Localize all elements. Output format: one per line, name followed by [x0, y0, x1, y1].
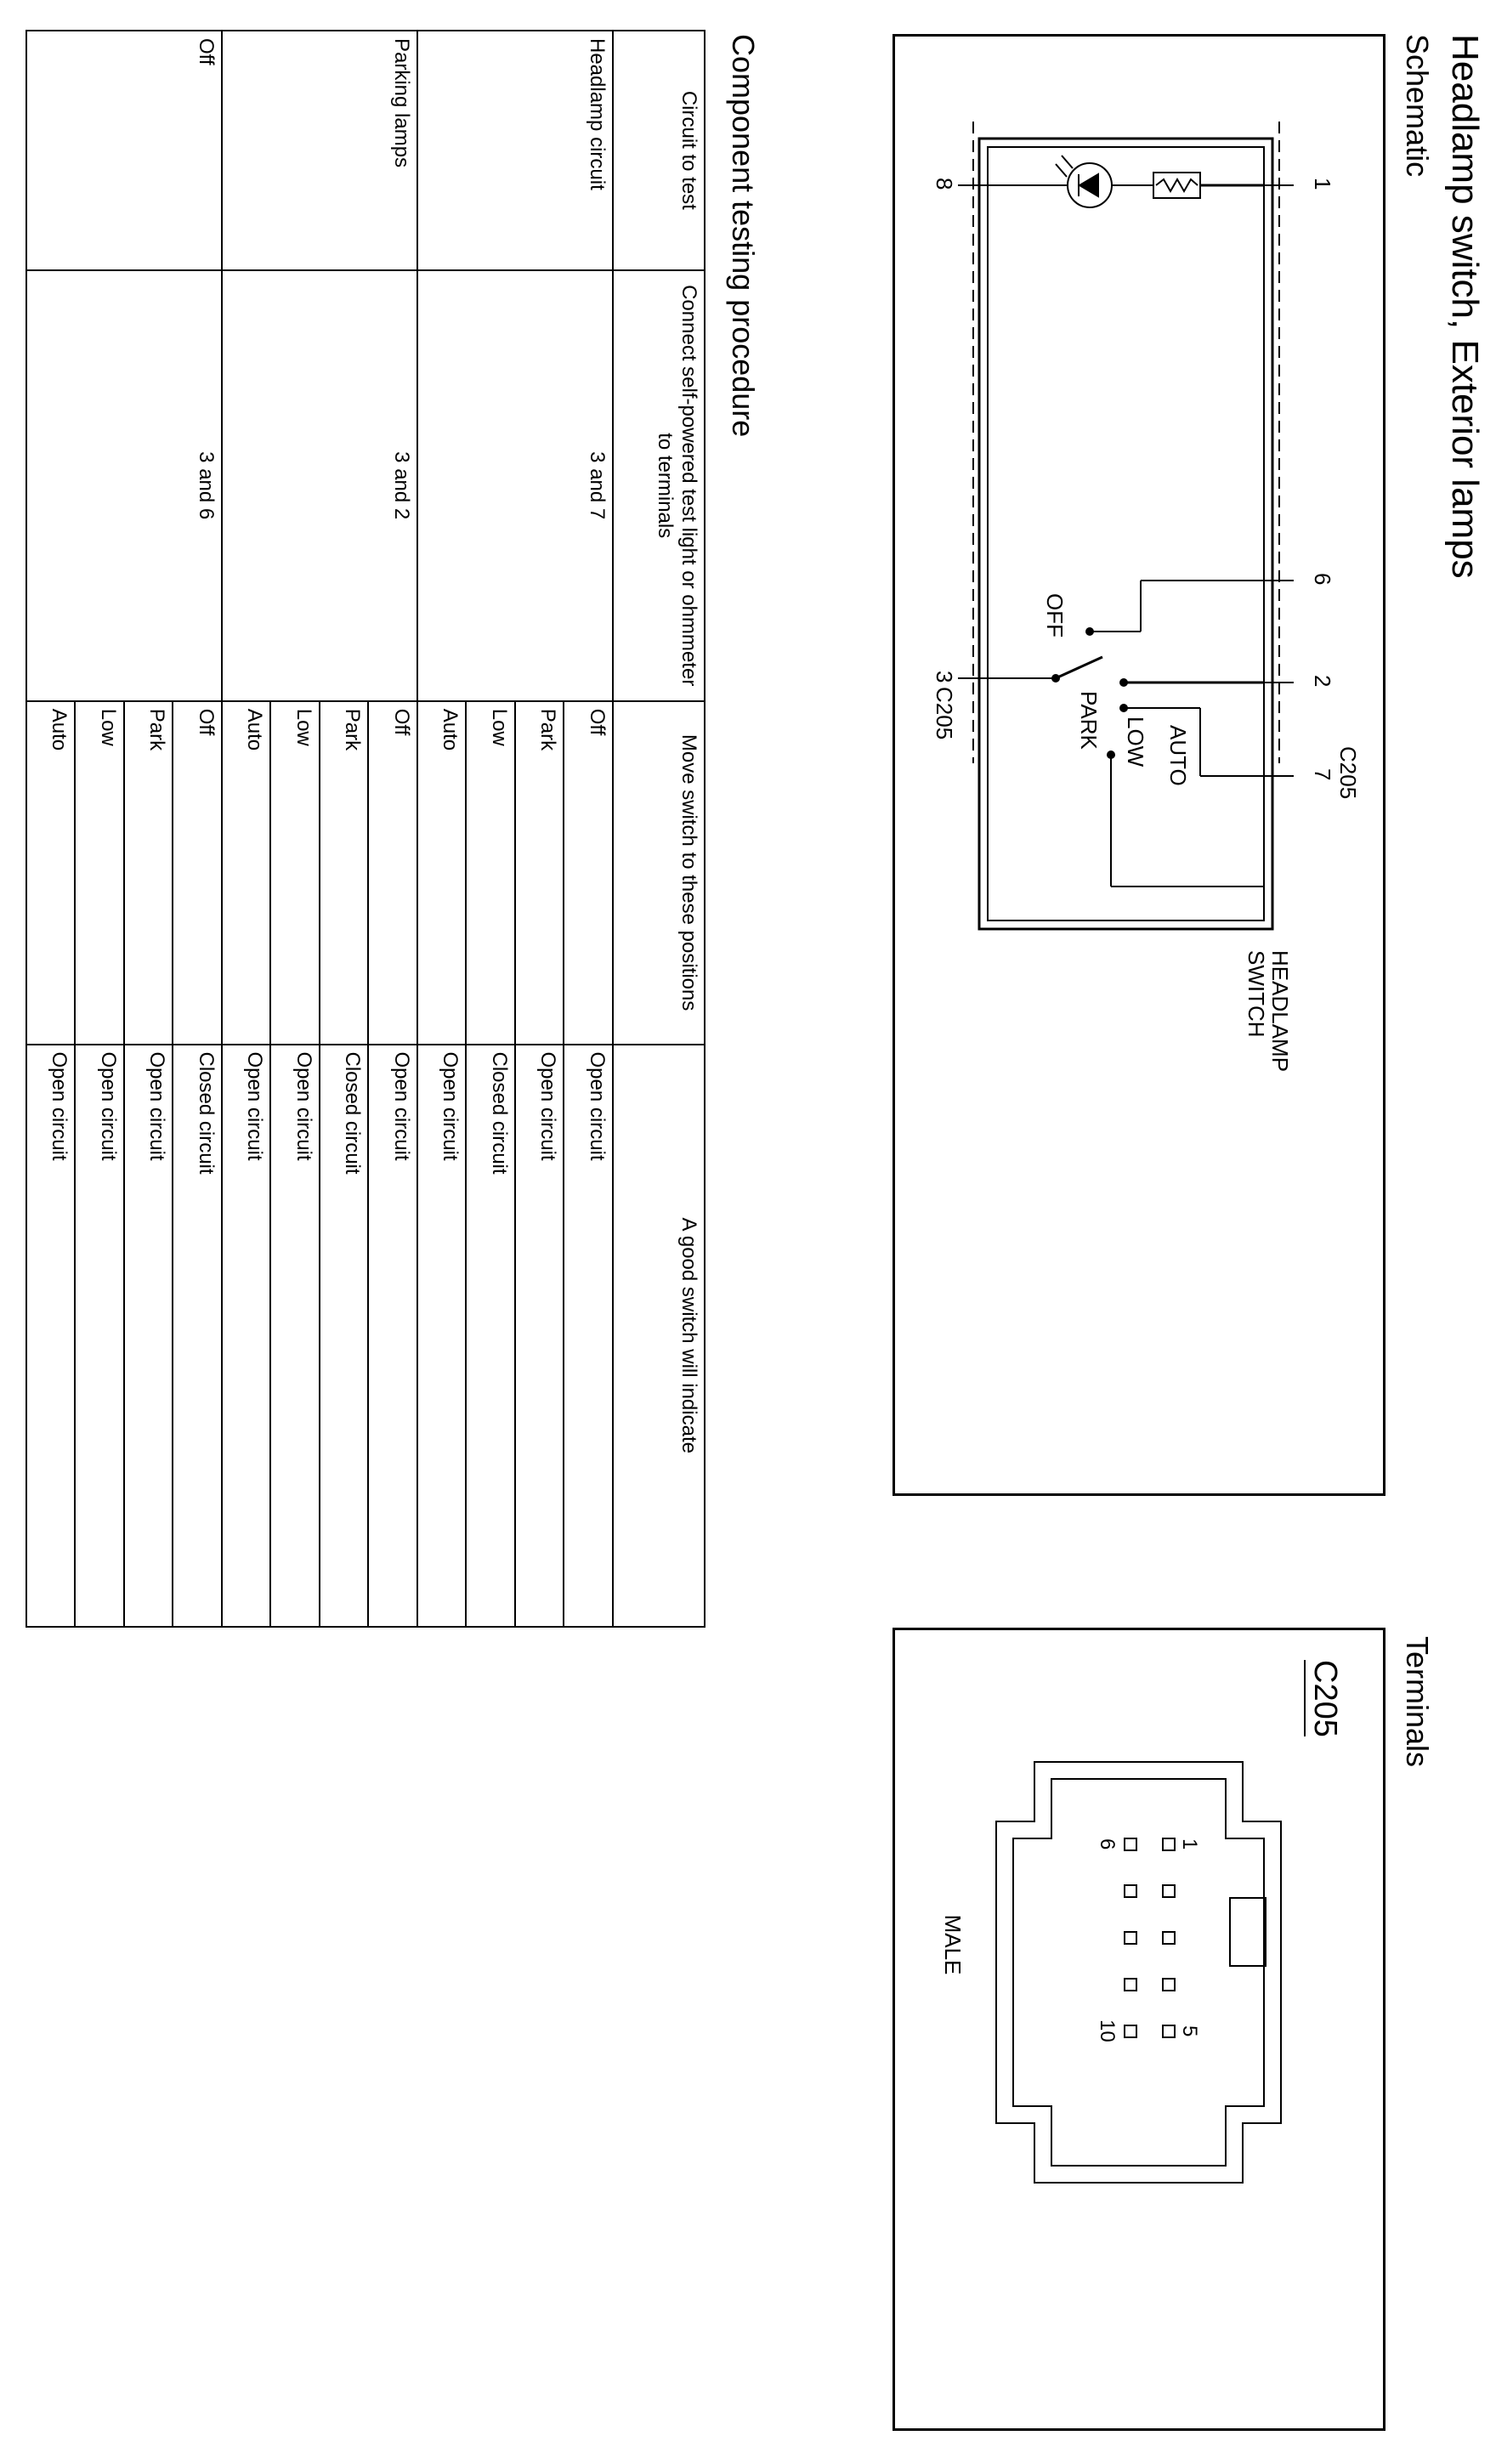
position-cell: Auto [222, 700, 271, 1045]
connector-pin-grid [1124, 1838, 1176, 2038]
table-row: Parking lamps 3 and 2 Off Open circuit [222, 31, 417, 1627]
connector-face-diagram: C205 1 5 6 10 MALE [940, 1660, 1343, 2184]
switch-position-off: OFF [1042, 593, 1068, 637]
page-title: Headlamp switch, Exterior lamps [1444, 34, 1486, 579]
result-cell: Open circuit [515, 1044, 564, 1627]
table-row: Headlamp circuit 3 and 7 Off Open circui… [417, 31, 613, 1627]
column-header: Circuit to test [613, 31, 705, 270]
circuit-cell: Headlamp circuit [417, 31, 613, 270]
terminals-cell: 3 and 2 [222, 269, 417, 701]
position-cell: Low [270, 700, 320, 1045]
position-cell: Off [564, 700, 613, 1045]
terminals-panel: C205 1 5 6 10 MALE [892, 1628, 1386, 2431]
position-cell: Park [124, 700, 173, 1045]
circuit-cell: Parking lamps [222, 31, 417, 270]
circuit-cell: Off [26, 31, 222, 270]
schematic-panel: 1 6 2 7 C205 8 3 C205 OFF PARK LOW AUTO … [892, 34, 1386, 1496]
schematic-pin-6: 6 [1310, 573, 1335, 585]
table-row: Off 3 and 6 Off Closed circuit [26, 31, 222, 1627]
result-cell: Open circuit [222, 1044, 271, 1627]
connector-outer-shell [995, 1761, 1282, 2184]
terminal-pin-10: 10 [1096, 2019, 1119, 2042]
switch-position-auto: AUTO [1165, 725, 1191, 786]
result-cell: Open circuit [417, 1044, 467, 1627]
connector-gender-label: MALE [940, 1915, 966, 1975]
position-cell: Low [466, 700, 515, 1045]
column-header: A good switch will indicate [613, 1044, 705, 1627]
position-cell: Low [75, 700, 124, 1045]
position-cell: Off [173, 700, 222, 1045]
position-cell: Auto [417, 700, 467, 1045]
testing-heading: Component testing procedure [726, 34, 761, 438]
column-header: Move switch to these positions [613, 700, 705, 1045]
terminals-heading: Terminals [1400, 1636, 1435, 1768]
result-cell: Open circuit [26, 1044, 76, 1627]
result-cell: Open circuit [368, 1044, 417, 1627]
result-cell: Open circuit [564, 1044, 613, 1627]
result-cell: Open circuit [75, 1044, 124, 1627]
connector-lock-tab [1229, 1897, 1266, 1967]
terminal-pin-6: 6 [1096, 1838, 1119, 1849]
schematic-connector-bottom: C205 [932, 687, 957, 739]
component-label-line1: HEADLAMP [1267, 950, 1293, 1072]
resistor-symbol [1153, 172, 1201, 199]
schematic-connector-top: C205 [1335, 746, 1361, 799]
result-cell: Closed circuit [466, 1044, 515, 1627]
schematic-pin-2: 2 [1310, 675, 1335, 687]
schematic-pin-8: 8 [932, 178, 957, 190]
terminals-cell: 3 and 6 [26, 269, 222, 701]
result-cell: Closed circuit [173, 1044, 222, 1627]
position-cell: Park [320, 700, 369, 1045]
component-label-line2: SWITCH [1244, 950, 1269, 1038]
schematic-pin-1: 1 [1310, 178, 1335, 190]
terminal-pin-5: 5 [1178, 2025, 1201, 2036]
result-cell: Open circuit [124, 1044, 173, 1627]
component-testing-table: Circuit to test Connect self-powered tes… [26, 30, 706, 1628]
position-cell: Auto [26, 700, 76, 1045]
result-cell: Closed circuit [320, 1044, 369, 1627]
table-header-row: Circuit to test Connect self-powered tes… [613, 31, 705, 1627]
position-cell: Off [368, 700, 417, 1045]
terminals-connector-label: C205 [1307, 1660, 1343, 1737]
schematic-diagram: 1 6 2 7 C205 8 3 C205 OFF PARK LOW AUTO … [932, 122, 1361, 1072]
switch-housing-outer [978, 137, 1274, 931]
connector-inner-shell [1012, 1778, 1265, 2167]
switch-position-park: PARK [1076, 691, 1102, 751]
terminal-pin-1: 1 [1178, 1838, 1201, 1849]
position-cell: Park [515, 700, 564, 1045]
switch-position-low: LOW [1123, 717, 1148, 768]
schematic-pin-3: 3 [932, 671, 957, 683]
schematic-pin-7: 7 [1310, 768, 1335, 780]
column-header: Connect self-powered test light or ohmme… [613, 269, 705, 701]
terminals-cell: 3 and 7 [417, 269, 613, 701]
switch-housing-inner [987, 146, 1265, 921]
schematic-heading: Schematic [1400, 34, 1435, 178]
result-cell: Open circuit [270, 1044, 320, 1627]
